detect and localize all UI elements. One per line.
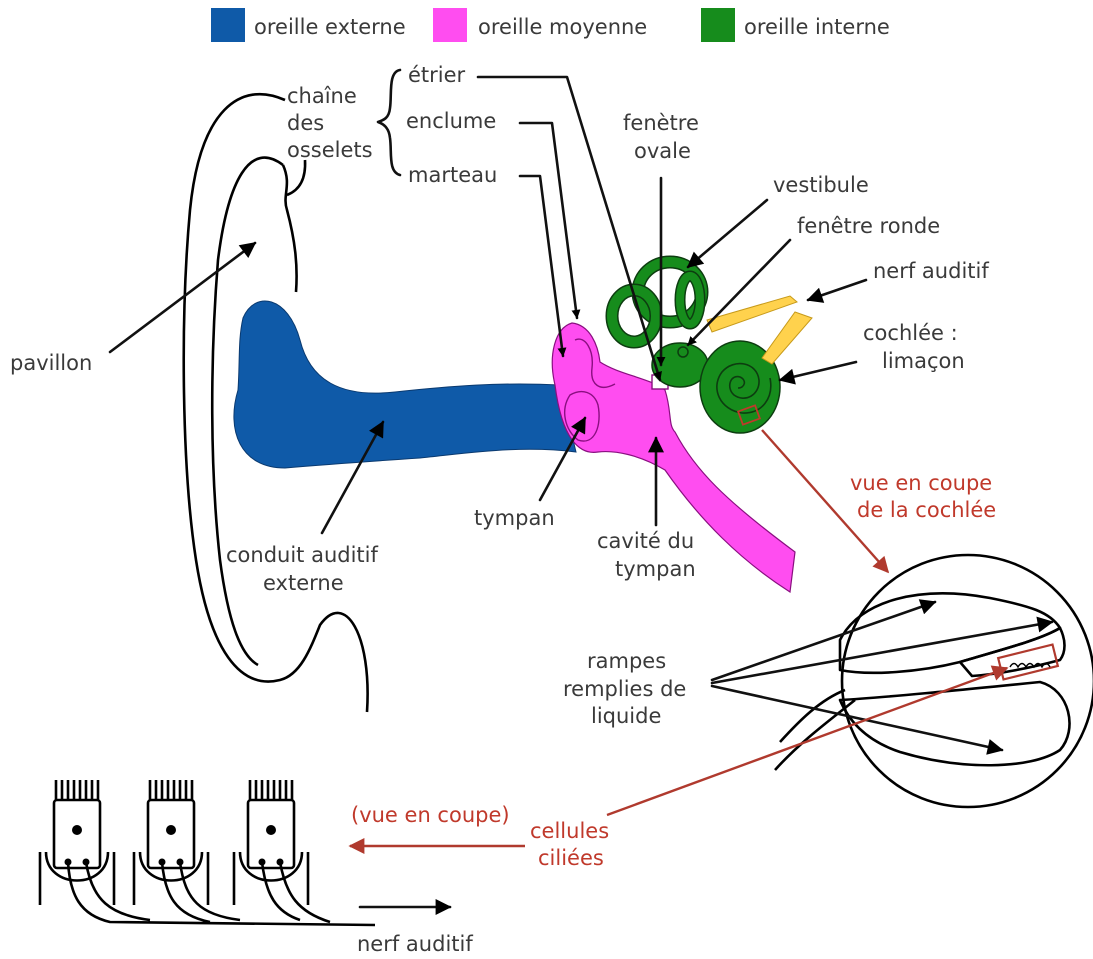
label-cellules-2: ciliées	[538, 846, 604, 870]
label-cellules-1: cellules	[530, 819, 609, 843]
label-nerf-auditif-bas: nerf auditif	[357, 932, 473, 956]
label-vue-coupe-cochlee-1: vue en coupe	[850, 471, 992, 495]
hair-cell-1-cilia	[56, 780, 98, 800]
label-nerf-auditif: nerf auditif	[873, 259, 989, 283]
legend: oreille externe oreille moyenne oreille …	[211, 8, 890, 42]
label-chaine: chaîne	[287, 84, 357, 108]
label-vestibule: vestibule	[773, 173, 869, 197]
hair-cell-2	[134, 780, 208, 905]
label-conduit-1: conduit auditif	[226, 543, 378, 567]
tragus-outline	[283, 165, 297, 292]
legend-swatch-outer-ear	[211, 8, 245, 42]
hair-cell-3-nucleus	[266, 825, 276, 835]
label-cochlee-2: limaçon	[882, 349, 965, 373]
label-rampes-2: remplies de	[563, 677, 686, 701]
label-vue-coupe: (vue en coupe)	[351, 803, 510, 827]
ossicles-brace	[378, 70, 400, 175]
label-rampes-3: liquide	[591, 704, 661, 728]
cross-section-outline	[842, 555, 1093, 807]
label-fenetre-ovale-2: ovale	[634, 139, 691, 163]
hair-cell-3-cilia	[250, 780, 292, 800]
pointer-pavillon	[110, 243, 255, 352]
pointer-rampes-vestibuli	[712, 602, 935, 680]
hair-cell-2-cilia	[150, 780, 192, 800]
ear-canal-shape	[234, 301, 576, 468]
label-tympan: tympan	[474, 506, 555, 530]
label-enclume: enclume	[406, 109, 496, 133]
legend-swatch-middle-ear	[433, 8, 467, 42]
label-marteau: marteau	[408, 163, 497, 187]
legend-swatch-inner-ear	[701, 8, 735, 42]
pointer-marteau	[520, 176, 563, 356]
label-des: des	[287, 111, 324, 135]
hair-cell-2-nucleus	[166, 825, 176, 835]
label-pavillon: pavillon	[10, 351, 92, 375]
label-fenetre-ronde: fenêtre ronde	[797, 214, 940, 238]
label-vue-coupe-cochlee-2: de la cochlée	[857, 498, 996, 522]
legend-label-outer-ear: oreille externe	[254, 15, 406, 39]
legend-label-inner-ear: oreille interne	[744, 15, 890, 39]
label-conduit-2: externe	[263, 571, 344, 595]
hair-cell-1-nucleus	[72, 825, 82, 835]
label-osselets: osselets	[287, 138, 373, 162]
hair-cell-1	[40, 780, 114, 905]
pointer-nerf-auditif	[808, 280, 866, 300]
auditory-nerve-cochlear	[762, 312, 812, 364]
label-cochlee-1: cochlée :	[863, 321, 958, 345]
scala-vestibuli	[840, 593, 1060, 672]
auditory-nerve-vestibular	[707, 296, 797, 332]
label-rampes-1: rampes	[587, 649, 666, 673]
label-etrier: étrier	[408, 63, 466, 87]
pointer-cochlee	[780, 362, 856, 380]
legend-label-middle-ear: oreille moyenne	[478, 15, 647, 39]
scala-tympani	[840, 682, 1070, 765]
cochlea-cross-section	[775, 555, 1093, 807]
hair-cell-3	[234, 780, 308, 905]
pointer-vestibule	[688, 200, 767, 267]
pointer-enclume	[520, 123, 577, 318]
label-cavite-2: tympan	[615, 557, 696, 581]
round-window	[678, 347, 688, 357]
ossicle-chain-stub	[287, 160, 305, 195]
label-cavite-1: cavité du	[597, 529, 694, 553]
label-fenetre-ovale-1: fenètre	[623, 111, 699, 135]
